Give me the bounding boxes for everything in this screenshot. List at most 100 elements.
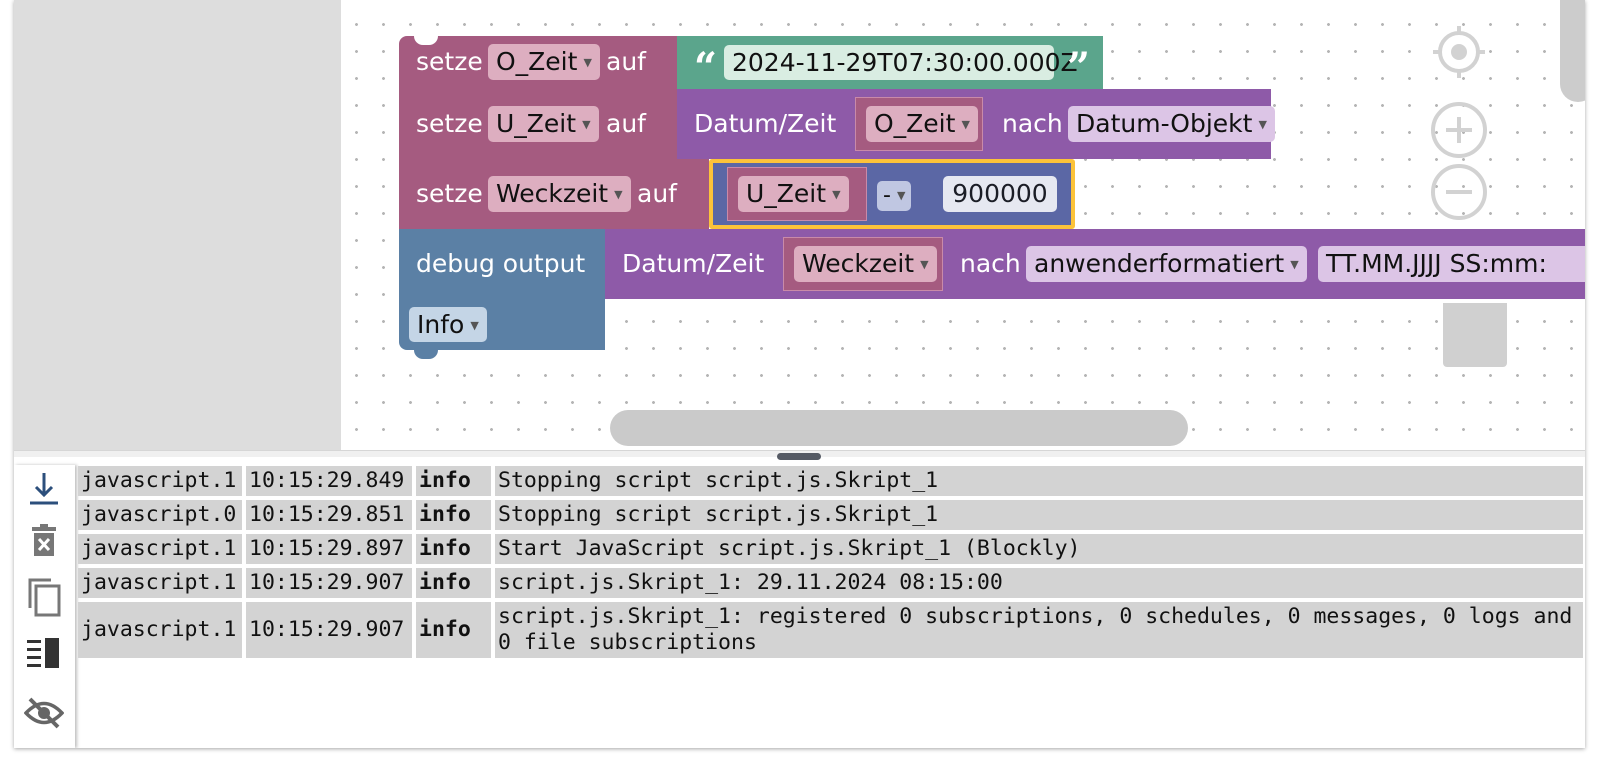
set-variable-block-o-zeit[interactable]: setze O_Zeit ▼ auf: [399, 36, 677, 89]
horizontal-scrollbar[interactable]: [610, 410, 1188, 446]
format-pattern-field[interactable]: TT.MM.JJJJ SS:mm:: [1318, 246, 1585, 282]
close-quote-icon: ”: [1067, 44, 1091, 91]
trash-can-icon[interactable]: [1443, 303, 1507, 367]
log-source: javascript.1: [78, 466, 242, 496]
format-dropdown[interactable]: anwenderformatiert▼: [1026, 246, 1307, 282]
log-severity: info: [416, 500, 491, 530]
set-keyword: setze: [416, 179, 483, 208]
variable-getter-block[interactable]: Weckzeit▼: [783, 237, 943, 291]
variable-dropdown-o-zeit-getter[interactable]: O_Zeit ▼: [866, 106, 978, 142]
set-keyword: setze: [416, 47, 483, 76]
math-arithmetic-block[interactable]: U_Zeit▼ -▼ 900000: [709, 159, 1075, 229]
log-message: Stopping script script.js.Skript_1: [495, 466, 1583, 496]
log-time: 10:15:29.897: [246, 534, 412, 564]
variable-dropdown-u-zeit-getter[interactable]: U_Zeit ▼: [738, 176, 849, 212]
log-message: script.js.Skript_1: 29.11.2024 08:15:00: [495, 568, 1583, 598]
dropdown-arrow-icon: ▼: [582, 118, 591, 131]
log-severity: info: [416, 534, 491, 564]
log-level-value: Info: [417, 310, 465, 339]
table-layout-icon: [27, 638, 59, 668]
hide-icon: [24, 697, 64, 729]
delete-log-button[interactable]: [22, 519, 66, 563]
log-toolbar: [14, 465, 75, 748]
variable-dropdown-weckzeit-getter[interactable]: Weckzeit▼: [794, 246, 937, 282]
copy-button[interactable]: [22, 575, 66, 619]
log-message: Start JavaScript script.js.Skript_1 (Blo…: [495, 534, 1583, 564]
format-dropdown[interactable]: Datum-Objekt ▼: [1068, 106, 1275, 142]
log-time: 10:15:29.907: [246, 568, 412, 598]
log-message: script.js.Skript_1: registered 0 subscri…: [495, 602, 1583, 658]
variable-getter-block[interactable]: U_Zeit ▼: [727, 167, 867, 221]
blockly-workspace[interactable]: setze O_Zeit ▼ auf “ 2024-11-29T07:30:00.…: [341, 0, 1585, 450]
to-keyword: auf: [606, 109, 646, 138]
zoom-in-icon[interactable]: [1429, 100, 1489, 160]
delete-log-icon: [32, 524, 56, 556]
variable-dropdown-o-zeit[interactable]: O_Zeit ▼: [488, 44, 600, 80]
datetime-convert-block[interactable]: Datum/Zeit O_Zeit ▼ nach Datum-Objekt ▼: [677, 89, 1275, 159]
variable-name: Weckzeit: [802, 249, 915, 278]
vertical-scrollbar[interactable]: [1560, 0, 1585, 102]
string-value-field[interactable]: 2024-11-29T07:30:00.000Z: [724, 45, 1078, 80]
variable-getter-block[interactable]: O_Zeit ▼: [855, 97, 983, 151]
number-field[interactable]: 900000: [943, 176, 1057, 212]
set-variable-block-weckzeit[interactable]: setze Weckzeit▼ auf: [399, 159, 709, 229]
log-severity: info: [416, 568, 491, 598]
variable-name: O_Zeit: [874, 109, 956, 138]
to-keyword: auf: [637, 179, 677, 208]
to-keyword: auf: [606, 47, 646, 76]
log-severity: info: [416, 466, 491, 496]
nach-keyword: nach: [1002, 109, 1063, 138]
log-source: javascript.1: [78, 534, 242, 564]
dropdown-arrow-icon: ▼: [1258, 118, 1267, 131]
variable-name: U_Zeit: [746, 179, 827, 208]
format-value: Datum-Objekt: [1076, 109, 1253, 138]
debug-output-label: debug output: [416, 249, 586, 278]
open-quote-icon: “: [694, 44, 718, 91]
log-source: javascript.1: [78, 602, 242, 658]
dropdown-arrow-icon: ▼: [832, 188, 841, 201]
datetime-label: Datum/Zeit: [622, 249, 765, 278]
log-time: 10:15:29.849: [246, 466, 412, 496]
debug-output-block[interactable]: debug output Info ▼: [399, 229, 605, 359]
log-source: javascript.1: [78, 568, 242, 598]
zoom-out-icon[interactable]: [1429, 162, 1489, 222]
dropdown-arrow-icon: ▼: [1290, 258, 1299, 271]
dropdown-arrow-icon: ▼: [614, 188, 623, 201]
locate-icon[interactable]: [1429, 22, 1489, 82]
nach-keyword: nach: [960, 249, 1021, 278]
blockly-toolbox[interactable]: [14, 0, 341, 450]
text-string-block[interactable]: “ 2024-11-29T07:30:00.000Z ”: [677, 36, 1103, 89]
log-source: javascript.0: [78, 500, 242, 530]
variable-dropdown-u-zeit[interactable]: U_Zeit▼: [488, 106, 599, 142]
dropdown-arrow-icon: ▼: [896, 189, 906, 202]
resize-handle[interactable]: [777, 453, 821, 460]
log-time: 10:15:29.907: [246, 602, 412, 658]
scroll-down-icon: [30, 473, 58, 505]
set-variable-block-u-zeit[interactable]: setze U_Zeit▼ auf: [399, 89, 677, 159]
app-window: setze O_Zeit ▼ auf “ 2024-11-29T07:30:00.…: [14, 0, 1585, 748]
set-keyword: setze: [416, 109, 483, 138]
dropdown-arrow-icon: ▼: [583, 56, 592, 69]
log-level-dropdown[interactable]: Info ▼: [409, 307, 487, 342]
number-block[interactable]: 900000: [935, 167, 1067, 221]
dropdown-arrow-icon: ▼: [470, 319, 479, 332]
operator-value: -: [883, 183, 891, 208]
datetime-format-block[interactable]: Datum/Zeit Weckzeit▼ nach anwenderformat…: [605, 229, 1585, 299]
log-time: 10:15:29.851: [246, 500, 412, 530]
variable-name: O_Zeit: [496, 47, 578, 76]
hide-button[interactable]: [22, 691, 66, 735]
copy-icon: [28, 578, 61, 617]
table-layout-button[interactable]: [22, 631, 66, 675]
log-message: Stopping script script.js.Skript_1: [495, 500, 1583, 530]
dropdown-arrow-icon: ▼: [961, 118, 970, 131]
datetime-label: Datum/Zeit: [694, 109, 837, 138]
variable-dropdown-weckzeit[interactable]: Weckzeit▼: [488, 176, 631, 212]
scroll-down-button[interactable]: [22, 467, 66, 511]
operator-dropdown[interactable]: -▼: [877, 181, 912, 211]
